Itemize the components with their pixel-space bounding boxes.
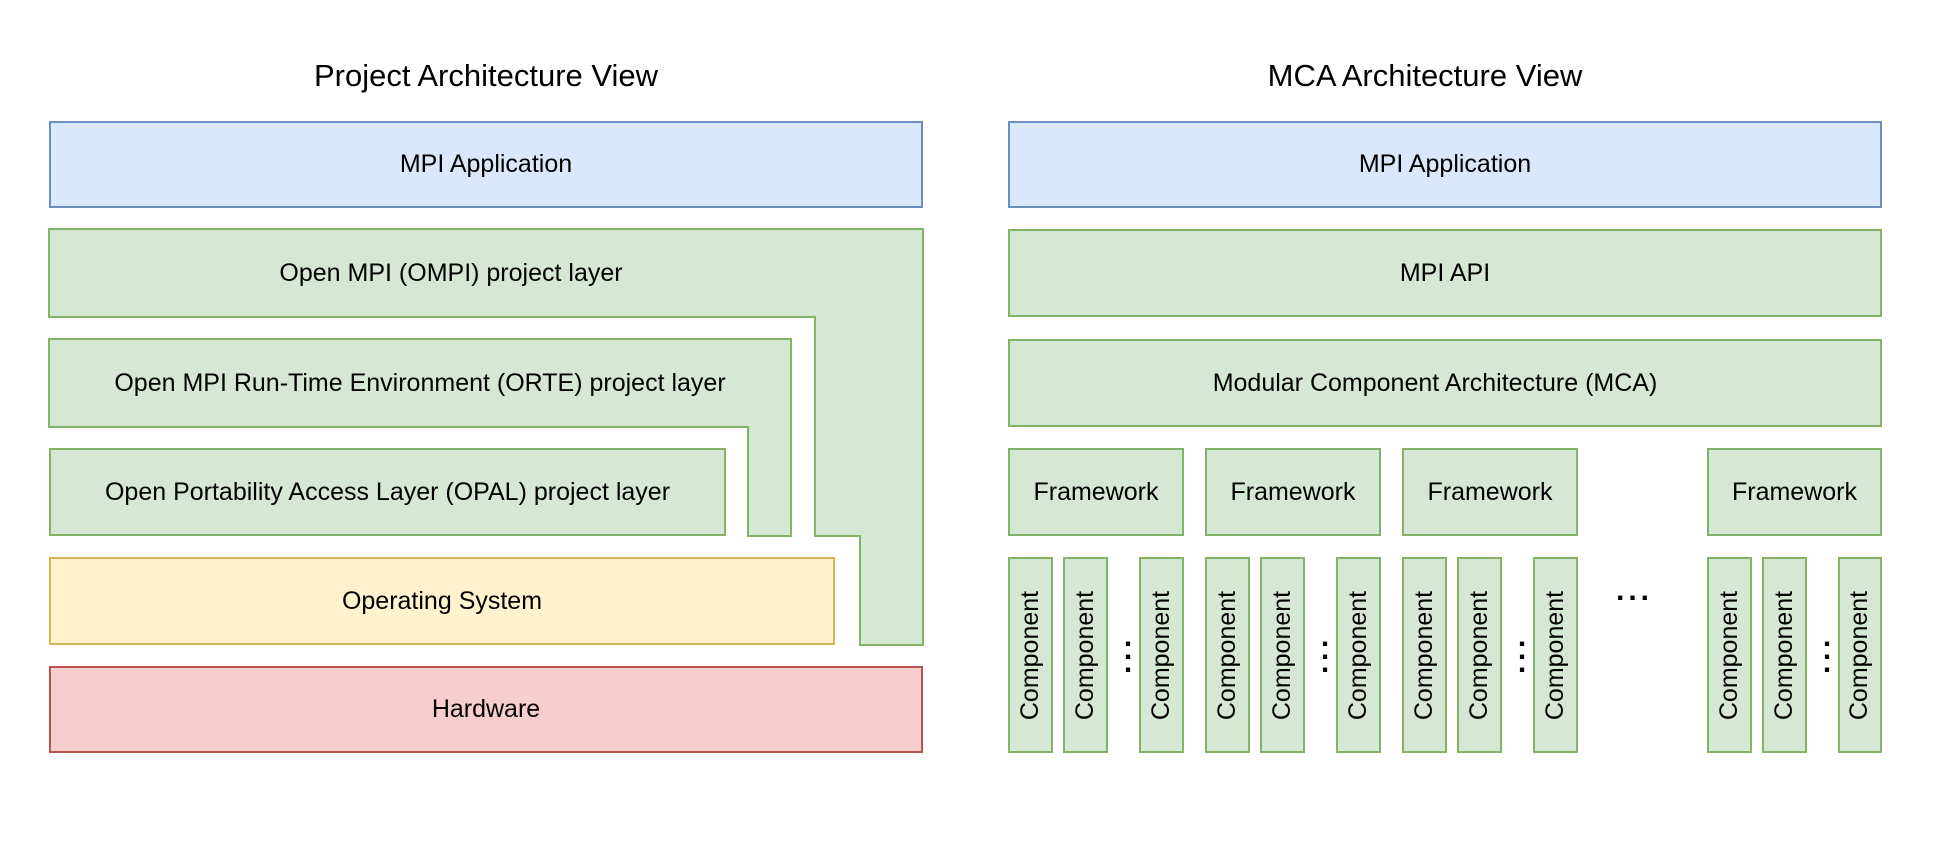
ompi-layer-shape xyxy=(48,228,924,646)
framework-label: Framework xyxy=(1427,477,1553,506)
framework-box: Framework xyxy=(1008,448,1184,536)
project-mpi-application-layer: MPI Application xyxy=(49,121,923,208)
hardware-layer: Hardware xyxy=(49,666,923,753)
layer-label: Hardware xyxy=(431,695,541,723)
layer-label: Open MPI (OMPI) project layer xyxy=(279,258,623,287)
component-box: Component xyxy=(1457,557,1502,753)
component-label: Component xyxy=(1147,590,1175,720)
layer-label: MPI Application xyxy=(1358,150,1532,178)
layer-label: MPI Application xyxy=(399,150,573,178)
component-box: Component xyxy=(1838,557,1882,753)
component-box: Component xyxy=(1533,557,1578,753)
project-view-title: Project Architecture View xyxy=(313,58,659,93)
orte-layer-label-area: Open MPI Run-Time Environment (ORTE) pro… xyxy=(49,339,791,427)
mca-view-title: MCA Architecture View xyxy=(1267,58,1583,93)
ompi-layer-label-area: Open MPI (OMPI) project layer xyxy=(49,229,923,317)
framework-box: Framework xyxy=(1205,448,1381,536)
framework-label: Framework xyxy=(1230,477,1356,506)
component-box: Component xyxy=(1762,557,1807,753)
component-label: Component xyxy=(1715,590,1743,720)
component-label: Component xyxy=(1410,590,1438,720)
layer-label: Operating System xyxy=(341,586,543,615)
framework-label: Framework xyxy=(1731,477,1857,506)
component-box: Component xyxy=(1063,557,1108,753)
component-box: Component xyxy=(1402,557,1447,753)
vertical-ellipsis: ... xyxy=(1320,620,1330,679)
framework-box: Framework xyxy=(1402,448,1578,536)
component-box: Component xyxy=(1139,557,1184,753)
component-box: Component xyxy=(1205,557,1250,753)
component-box: Component xyxy=(1707,557,1752,753)
layer-label: Open MPI Run-Time Environment (ORTE) pro… xyxy=(114,368,726,397)
component-label: Component xyxy=(1770,590,1798,720)
component-label: Component xyxy=(1016,590,1044,720)
component-label: Component xyxy=(1541,590,1569,720)
component-label: Component xyxy=(1213,590,1241,720)
vertical-ellipsis: ... xyxy=(1517,620,1527,679)
component-label: Component xyxy=(1268,590,1296,720)
component-label: Component xyxy=(1071,590,1099,720)
layer-label: Open Portability Access Layer (OPAL) pro… xyxy=(104,477,671,506)
orte-layer-shape xyxy=(48,338,792,537)
mca-mpi-application-layer: MPI Application xyxy=(1008,121,1882,208)
vertical-ellipsis: ... xyxy=(1822,620,1832,679)
component-box: Component xyxy=(1008,557,1053,753)
opal-layer: Open Portability Access Layer (OPAL) pro… xyxy=(49,448,726,536)
mpi-api-layer: MPI API xyxy=(1008,229,1882,317)
component-box: Component xyxy=(1260,557,1305,753)
layer-label: MPI API xyxy=(1399,258,1491,287)
layer-label: Modular Component Architecture (MCA) xyxy=(1212,368,1658,397)
framework-box: Framework xyxy=(1707,448,1882,536)
operating-system-layer: Operating System xyxy=(49,557,835,645)
mca-layer: Modular Component Architecture (MCA) xyxy=(1008,339,1882,427)
component-label: Component xyxy=(1465,590,1493,720)
component-label: Component xyxy=(1845,590,1874,720)
vertical-ellipsis: ... xyxy=(1123,620,1133,679)
component-box: Component xyxy=(1336,557,1381,753)
component-label: Component xyxy=(1344,590,1372,720)
horizontal-ellipsis: ... xyxy=(1616,574,1654,607)
framework-label: Framework xyxy=(1033,477,1159,506)
